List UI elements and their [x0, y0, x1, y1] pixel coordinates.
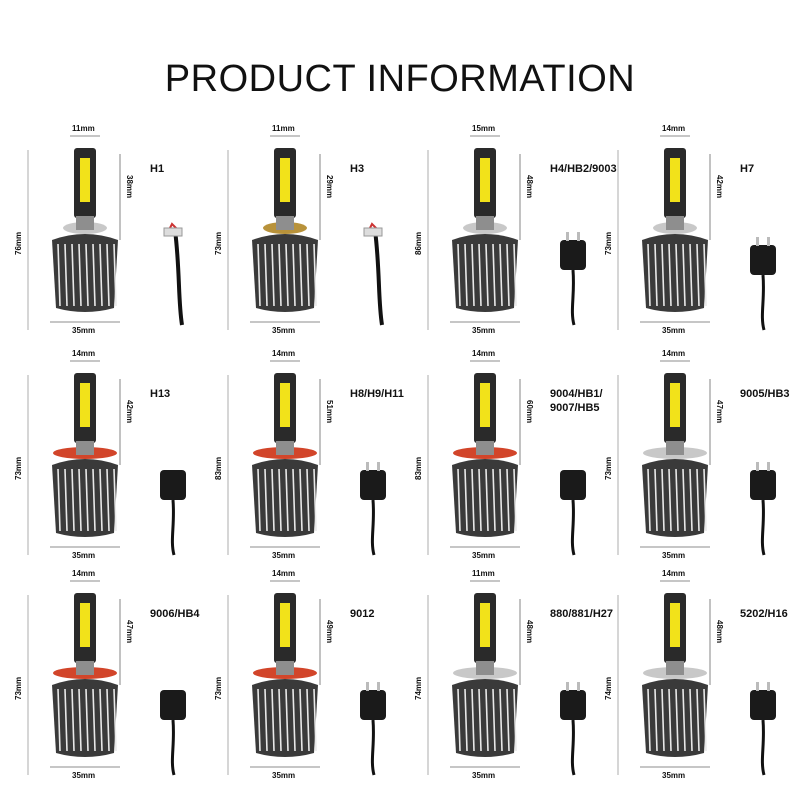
- tip-length-dimension: 48mm: [715, 620, 724, 644]
- top-width-dimension: 14mm: [272, 569, 296, 578]
- bulb-model-label: 5202/H16: [740, 608, 788, 620]
- base-width-dimension: 35mm: [72, 326, 96, 335]
- top-width-dimension: 11mm: [272, 124, 295, 133]
- bulb-item: 880/881/H27 11mm 48mm 74mm 35mm: [410, 565, 613, 787]
- bulb-model-label: 880/881/H27: [550, 608, 613, 620]
- height-dimension: 74mm: [414, 676, 423, 700]
- bulb-item: 5202/H16 14mm 48mm 74mm 35mm: [600, 565, 800, 787]
- bulb-illustration: [27, 360, 186, 556]
- height-dimension: 83mm: [414, 456, 423, 480]
- page-title: PRODUCT INFORMATION: [164, 58, 636, 100]
- height-dimension: 73mm: [14, 456, 23, 480]
- bulb-item: H3 11mm 29mm 73mm 35mm: [210, 120, 410, 342]
- bulb-model-label: H4/HB2/9003: [550, 163, 617, 175]
- bulb-model-label: 9005/HB3: [740, 388, 790, 400]
- top-width-dimension: 11mm: [472, 569, 495, 578]
- base-width-dimension: 35mm: [662, 771, 686, 780]
- base-width-dimension: 35mm: [662, 326, 686, 335]
- height-dimension: 86mm: [414, 231, 423, 255]
- base-width-dimension: 35mm: [72, 551, 96, 560]
- height-dimension: 76mm: [14, 231, 23, 255]
- bulb-illustration: [617, 360, 776, 556]
- tip-length-dimension: 47mm: [715, 400, 724, 424]
- bulb-illustration: [427, 580, 586, 776]
- tip-length-dimension: 42mm: [125, 400, 134, 424]
- bulb-model-label: 9006/HB4: [150, 608, 200, 620]
- bulb-item: 9005/HB3 14mm 47mm 73mm 35mm: [600, 345, 800, 567]
- bulb-model-label: H3: [350, 163, 365, 175]
- top-width-dimension: 11mm: [72, 124, 95, 133]
- bulb-illustration: [227, 360, 386, 556]
- bulb-item: H1 11mm 38mm 76mm 35mm: [10, 120, 210, 342]
- top-width-dimension: 14mm: [72, 569, 96, 578]
- bulb-illustration: [27, 580, 186, 776]
- bulb-item: 9006/HB4 14mm 47mm 73mm 35mm: [10, 565, 210, 787]
- top-width-dimension: 14mm: [272, 349, 296, 358]
- base-width-dimension: 35mm: [272, 551, 296, 560]
- top-width-dimension: 14mm: [662, 569, 686, 578]
- tip-length-dimension: 38mm: [125, 175, 134, 199]
- tip-length-dimension: 49mm: [325, 620, 334, 644]
- bulb-item: H4/HB2/9003 15mm 48mm 86mm 35mm: [410, 120, 617, 342]
- base-width-dimension: 35mm: [472, 551, 496, 560]
- bulb-model-label: H1: [150, 163, 165, 175]
- height-dimension: 83mm: [214, 456, 223, 480]
- bulb-item: 9012 14mm 49mm 73mm 35mm: [210, 565, 410, 787]
- bulb-model-label: H13: [150, 388, 171, 400]
- bulb-illustration: [617, 135, 776, 331]
- tip-length-dimension: 29mm: [325, 175, 334, 199]
- bulb-illustration: [427, 360, 586, 556]
- height-dimension: 73mm: [214, 231, 223, 255]
- bulb-item: H8/H9/H11 14mm 51mm 83mm 35mm: [210, 345, 410, 567]
- bulb-item: 9004/HB1/ 9007/HB5 14mm 60mm 83mm 35mm: [410, 345, 610, 567]
- base-width-dimension: 35mm: [272, 326, 296, 335]
- tip-length-dimension: 47mm: [125, 620, 134, 644]
- bulb-item: H7 14mm 42mm 73mm 35mm: [600, 120, 800, 342]
- tip-length-dimension: 51mm: [325, 400, 334, 424]
- tip-length-dimension: 48mm: [525, 175, 534, 199]
- bulb-illustration: [227, 135, 384, 330]
- tip-length-dimension: 60mm: [525, 400, 534, 424]
- height-dimension: 73mm: [604, 231, 613, 255]
- height-dimension: 73mm: [14, 676, 23, 700]
- bulb-illustration: [27, 135, 184, 330]
- bulb-item: H13 14mm 42mm 73mm 35mm: [10, 345, 210, 567]
- tip-length-dimension: 48mm: [525, 620, 534, 644]
- base-width-dimension: 35mm: [472, 326, 496, 335]
- top-width-dimension: 14mm: [472, 349, 496, 358]
- bulb-model-label: H7: [740, 163, 755, 175]
- height-dimension: 73mm: [214, 676, 223, 700]
- top-width-dimension: 14mm: [72, 349, 96, 358]
- base-width-dimension: 35mm: [272, 771, 296, 780]
- top-width-dimension: 15mm: [472, 124, 496, 133]
- base-width-dimension: 35mm: [662, 551, 686, 560]
- bulb-model-label: 9012: [350, 608, 375, 620]
- bulb-model-label: H8/H9/H11: [350, 388, 404, 400]
- bulb-illustration: [617, 580, 776, 776]
- base-width-dimension: 35mm: [72, 771, 96, 780]
- height-dimension: 74mm: [604, 676, 613, 700]
- bulb-illustration: [427, 135, 586, 330]
- height-dimension: 73mm: [604, 456, 613, 480]
- bulb-illustration: [227, 580, 386, 776]
- tip-length-dimension: 42mm: [715, 175, 724, 199]
- top-width-dimension: 14mm: [662, 349, 686, 358]
- base-width-dimension: 35mm: [472, 771, 496, 780]
- top-width-dimension: 14mm: [662, 124, 686, 133]
- bulb-model-label: 9004/HB1/ 9007/HB5: [550, 388, 603, 414]
